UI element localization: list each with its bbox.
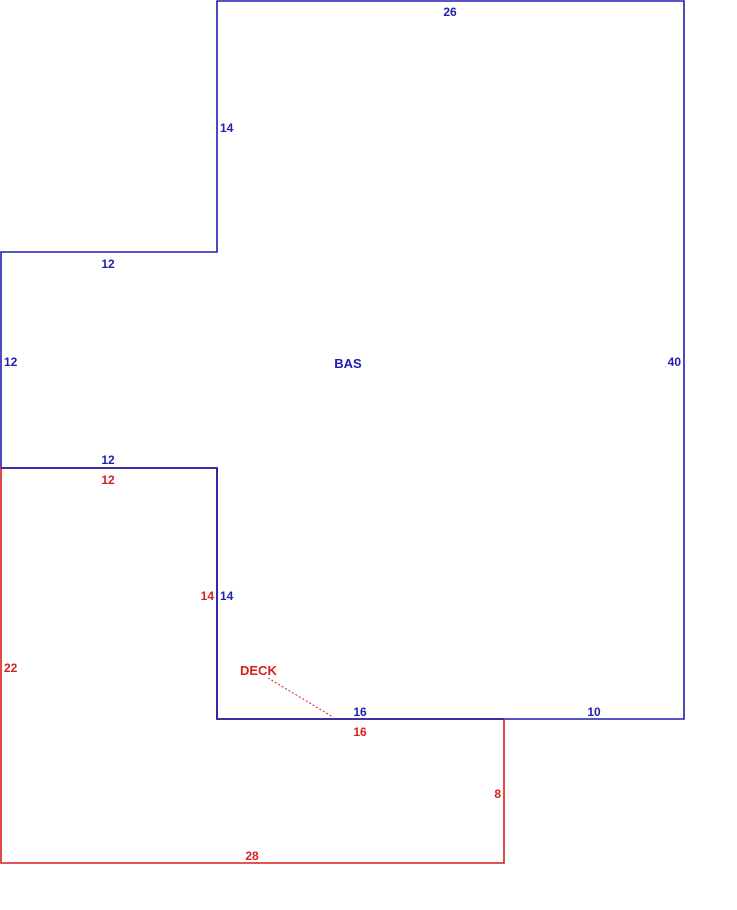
deck-leader-line — [267, 677, 334, 718]
deck-dim-right-lower: 8 — [494, 787, 501, 801]
bas-dim-right-side: 40 — [668, 355, 682, 369]
bas-dim-left-side: 12 — [4, 355, 18, 369]
bas-shared-edge — [1, 467, 504, 720]
deck-dim-top-right: 16 — [353, 725, 367, 739]
bas-dim-lower-step: 12 — [101, 453, 115, 467]
bas-dim-top: 26 — [443, 5, 457, 19]
bas-dim-bottom-inner: 16 — [353, 705, 367, 719]
bas-dim-inner-wall: 14 — [220, 589, 234, 603]
deck-area-label: DECK — [240, 663, 277, 678]
deck-dim-bottom: 28 — [245, 849, 259, 863]
bas-dim-bottom-right: 10 — [587, 705, 601, 719]
deck-dim-right-upper: 14 — [201, 589, 215, 603]
bas-dim-left-step: 12 — [101, 257, 115, 271]
deck-dim-top: 12 — [101, 473, 115, 487]
deck-dim-left-side: 22 — [4, 661, 18, 675]
bas-dim-upper-left-wall: 14 — [220, 121, 234, 135]
bas-area-label: BAS — [334, 356, 362, 371]
